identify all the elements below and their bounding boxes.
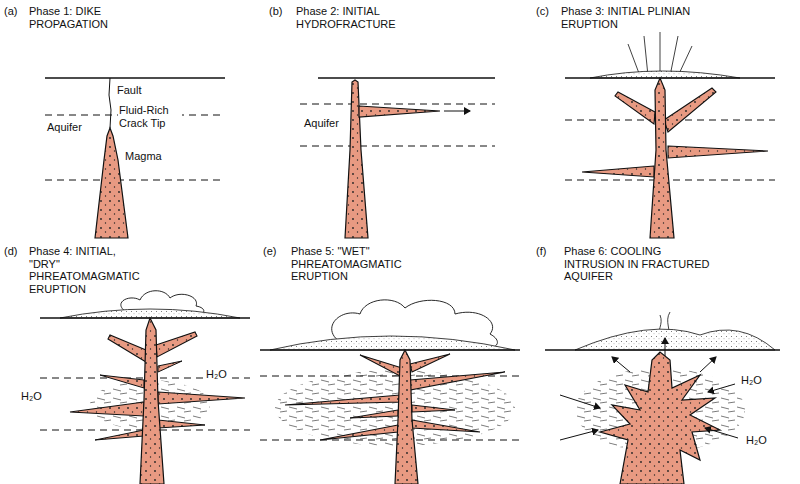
callout-label: Aquifer — [46, 121, 83, 134]
panel-letter: (d) — [3, 245, 18, 258]
panel-f-art — [545, 312, 780, 484]
panel-d-art — [40, 291, 250, 484]
panel-a-art — [45, 78, 225, 238]
callout-label: H₂O — [745, 434, 768, 447]
phase-title: Phase 2: INITIAL HYDROFRACTURE — [295, 5, 402, 30]
phase-title: Phase 3: INITIAL PLINIAN ERUPTION — [560, 5, 742, 30]
phase-title: Phase 6: COOLING INTRUSION IN FRACTURED … — [563, 245, 713, 283]
panel-letter: (b) — [268, 5, 283, 18]
callout-label: Fault — [116, 84, 142, 97]
callout-label: H₂O — [205, 368, 228, 381]
panel-letter: (e) — [262, 245, 277, 258]
phase-title: Phase 5: "WET" PHREATOMAGMATIC ERUPTION — [290, 245, 442, 283]
callout-label: H₂O — [740, 374, 763, 387]
callout-label: Fluid-Rich Crack Tip — [118, 104, 182, 129]
panel-letter: (f) — [535, 245, 547, 258]
panel-letter: (a) — [3, 5, 18, 18]
panel-e-art — [260, 300, 520, 484]
phase-title: Phase 4: INITIAL, "DRY" PHREATOMAGMATIC … — [28, 245, 140, 296]
callout-label: Magma — [124, 150, 163, 163]
panel-letter: (c) — [535, 5, 550, 18]
panel-b-art — [300, 78, 495, 238]
callout-label: H₂O — [20, 390, 43, 403]
phase-title: Phase 1: DIKE PROPAGATION — [28, 5, 120, 30]
panel-c-art — [565, 32, 775, 238]
callout-label: Aquifer — [303, 117, 340, 130]
